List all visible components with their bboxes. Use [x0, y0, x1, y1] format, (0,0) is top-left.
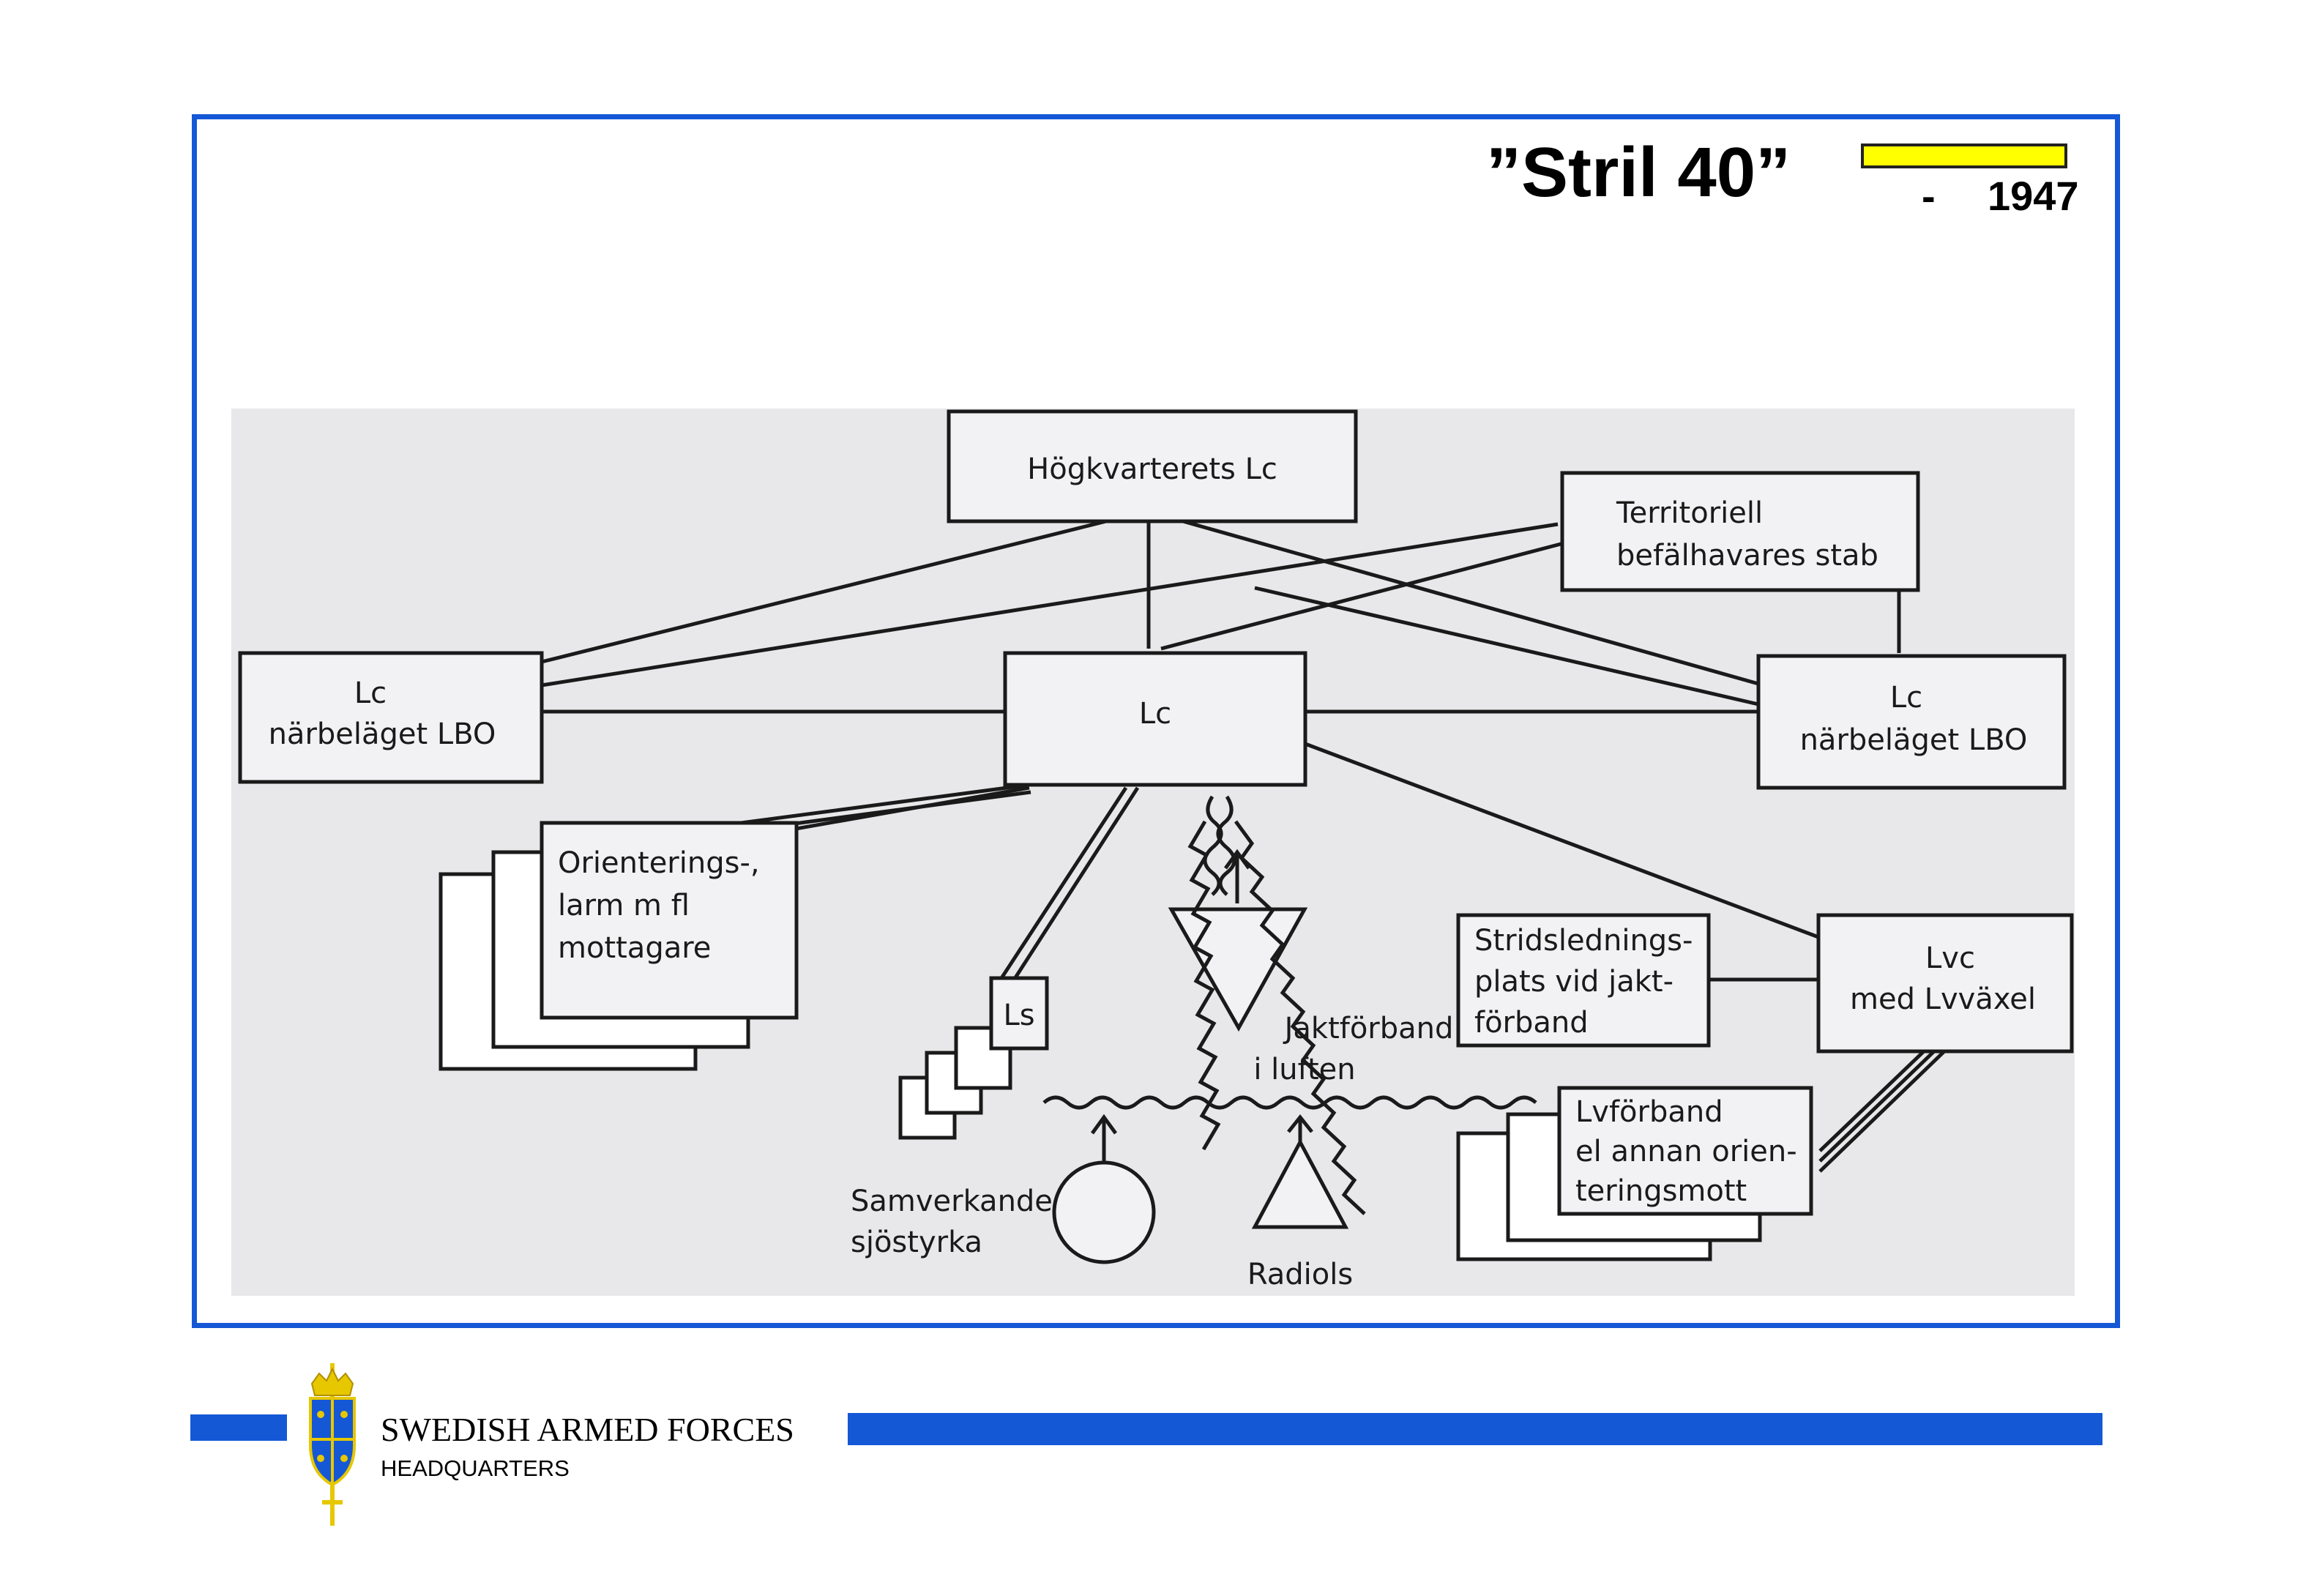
node-hq — [947, 409, 1358, 523]
node-aa-units-label-1: Lvförband — [1575, 1095, 1723, 1129]
period-dash: - — [1922, 173, 1936, 219]
node-aa-units — [1557, 1086, 1813, 1216]
edge-territorial-lbo-right-cross — [1254, 586, 1759, 706]
node-fighter-air-label-1: Jaktförband — [1283, 1012, 1454, 1045]
node-naval-label-2: sjöstyrka — [851, 1226, 982, 1259]
node-naval-label-1: Samverkande — [851, 1185, 1053, 1218]
period-label: - 1947 — [1922, 176, 2079, 217]
timeline-highlight-bar — [1861, 143, 2067, 168]
node-lbo-left — [238, 651, 544, 784]
edge-lc-ls-b — [1011, 786, 1140, 982]
node-radar-label: Radiols — [1247, 1258, 1353, 1291]
node-lvc — [1816, 913, 2074, 1054]
node-orientation-label-2: larm m fl — [558, 889, 690, 922]
node-ls-label: Ls — [1003, 999, 1034, 1032]
node-lbo-left-label-1: Lc — [354, 676, 387, 710]
org-name: SWEDISH ARMED FORCES — [381, 1411, 794, 1448]
node-lbo-left-label-2: närbeläget LBO — [269, 717, 496, 751]
radio-wave-top-right-icon — [1216, 795, 1236, 896]
node-lc-center — [1003, 651, 1307, 787]
radio-wave-left-icon — [1187, 820, 1221, 1151]
node-lbo-right — [1756, 654, 2067, 790]
edge-hq-lbo-left — [541, 519, 1107, 664]
node-aa-units-label-3: teringsmott — [1575, 1174, 1747, 1208]
node-orientation — [540, 821, 799, 1020]
edge-lc-orientation-a — [718, 783, 1030, 828]
slide-title: ”Stril 40” — [1486, 133, 1791, 212]
radar-arrow-head-icon — [1287, 1114, 1313, 1133]
radio-wave-bottom-icon — [1042, 1095, 1537, 1110]
node-territorial — [1560, 471, 1920, 592]
node-lc-center-label: Lc — [1139, 697, 1171, 731]
footer-accent-bar-left — [190, 1414, 287, 1441]
node-orientation-label-3: mottagare — [558, 931, 711, 965]
org-subtitle: HEADQUARTERS — [381, 1455, 570, 1481]
fighter-uplink-arrow-head-icon — [1223, 849, 1251, 870]
node-command-post-label-1: Stridslednings- — [1474, 924, 1693, 958]
node-aa-units-label-2: el annan orien- — [1575, 1135, 1797, 1168]
node-lvc-label-1: Lvc — [1925, 941, 1975, 975]
edge-lvc-aa-b — [1818, 1050, 1936, 1163]
period-year: 1947 — [1988, 173, 2079, 219]
node-fighter-air-label-2: i luften — [1253, 1053, 1355, 1086]
node-command-post — [1456, 913, 1711, 1048]
naval-force-circle-icon — [1052, 1160, 1156, 1264]
radio-wave-top-icon — [1203, 795, 1223, 896]
footer-accent-bar-right — [848, 1413, 2102, 1445]
naval-arrow-head-icon — [1090, 1114, 1118, 1135]
edge-hq-lbo-right — [1182, 519, 1759, 686]
node-hq-label: Högkvarterets Lc — [1027, 452, 1277, 486]
node-lvc-label-2: med Lvväxel — [1850, 982, 2036, 1016]
edge-territorial-lc — [1160, 541, 1564, 651]
node-territorial-label-1: Territoriell — [1616, 496, 1763, 530]
node-command-post-label-3: förband — [1474, 1006, 1589, 1040]
edge-territorial-lbo-left — [541, 522, 1559, 687]
diagram-panel: Högkvarterets Lc Territoriell befälhavar… — [231, 409, 2075, 1296]
edge-lc-ls-a — [999, 786, 1128, 980]
node-territorial-label-2: befälhavares stab — [1616, 539, 1878, 573]
node-lbo-right-label-2: närbeläget LBO — [1800, 723, 2028, 757]
coat-of-arms-icon — [309, 1363, 356, 1526]
radio-wave-right-icon — [1234, 820, 1366, 1215]
organization-diagram: Högkvarterets Lc Territoriell befälhavar… — [238, 409, 2074, 1291]
edge-lc-lvc — [1305, 742, 1819, 939]
edge-lvc-aa-a — [1818, 1050, 1925, 1152]
node-lbo-right-label-1: Lc — [1890, 681, 1922, 715]
node-orientation-label-1: Orienterings-, — [558, 846, 760, 880]
radar-triangle-icon — [1251, 1138, 1349, 1229]
edge-lvc-aa-c — [1818, 1050, 1946, 1173]
node-ls — [989, 976, 1049, 1051]
node-command-post-label-2: plats vid jakt- — [1474, 965, 1673, 999]
